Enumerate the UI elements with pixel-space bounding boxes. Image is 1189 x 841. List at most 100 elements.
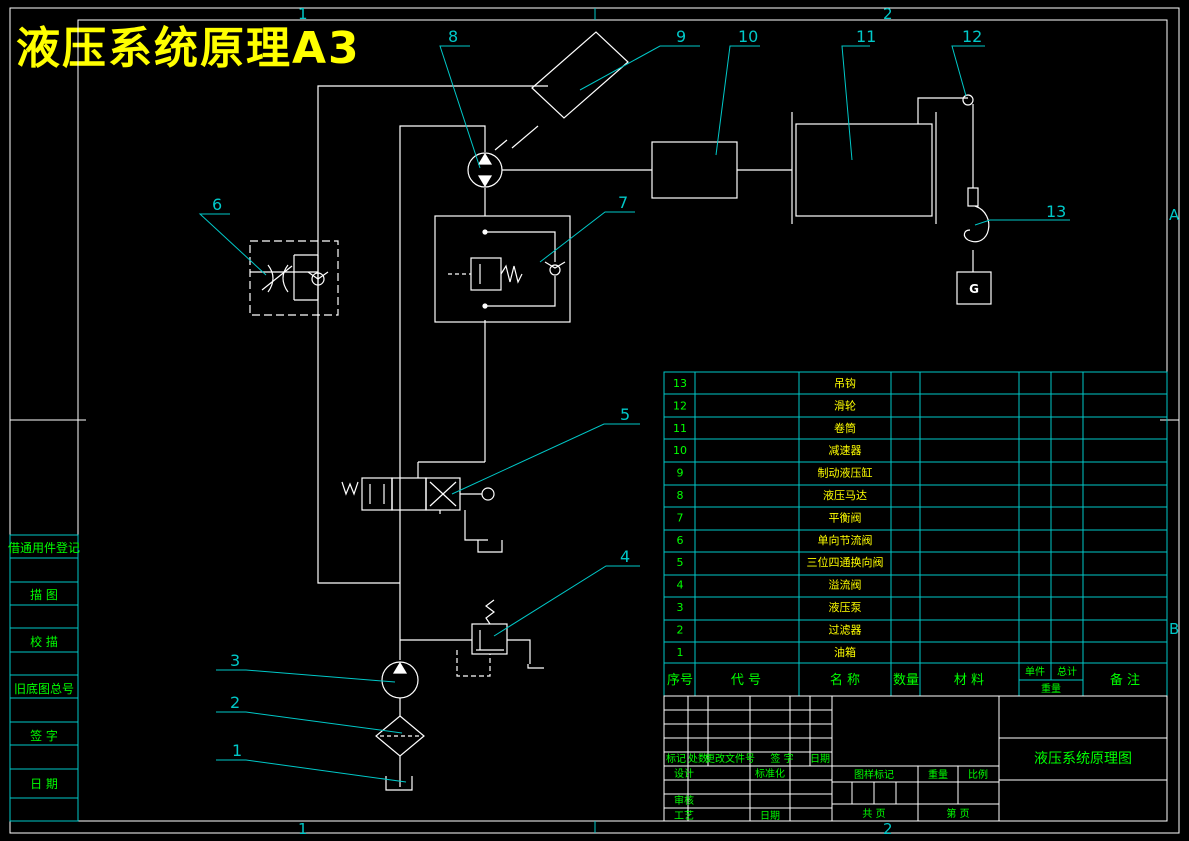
part-row-name: 平衡阀 (829, 510, 862, 524)
part-row-number: 11 (673, 422, 687, 435)
left-strip-label: 描 图 (30, 588, 58, 602)
part-row-number: 6 (677, 534, 684, 547)
part-row-name: 吊钩 (834, 376, 856, 390)
left-strip-label: 借通用件登记 (8, 540, 80, 555)
tb-place: 处数 (688, 752, 708, 765)
tb-design: 设计 (674, 767, 694, 780)
part-row-name: 油箱 (834, 645, 856, 659)
relief-valve (456, 599, 544, 677)
tb-stage: 图样标记 (854, 768, 894, 781)
part-row-number: 5 (677, 556, 684, 569)
tb-standard: 标准化 (755, 767, 785, 780)
tb-date2: 日期 (760, 810, 780, 822)
part-row-name: 溢流阀 (829, 578, 862, 592)
part-row-number: 10 (673, 444, 687, 457)
part-row-number: 3 (677, 601, 684, 614)
part-row-name: 制动液压缸 (818, 466, 873, 480)
header-remark: 备 注 (1110, 672, 1140, 688)
part-row-name: 过滤器 (829, 623, 862, 636)
pulley (962, 94, 974, 106)
tb-page: 第 页 (946, 807, 969, 820)
sheet-border (9, 7, 1180, 834)
balance-valve (434, 215, 571, 323)
part-row-number: 4 (677, 579, 684, 592)
filter (375, 715, 425, 757)
part-row-number: 9 (677, 467, 684, 480)
callout-13: 13 (1046, 202, 1066, 221)
left-strip-labels: 借通用件登记 描 图 校 描 旧底图总号 签 字 日 期 (8, 540, 80, 791)
header-seq: 序号 (667, 673, 693, 688)
tb-mark: 标记 (666, 753, 686, 765)
part-row-number: 8 (677, 489, 684, 502)
callout-6: 6 (212, 195, 222, 214)
left-strip (9, 534, 79, 822)
title-block-labels: 标记 处数 更改文件号 签 字 日期 设计 标准化 审核 工艺 日期 图样标记 … (666, 751, 1132, 822)
part-row-name: 单向节流阀 (818, 533, 873, 547)
directional-valve (341, 461, 495, 514)
tb-total-pages: 共 页 (862, 808, 885, 820)
header-total: 总计 (1057, 665, 1077, 678)
throttle-valve (249, 240, 339, 316)
title-block-grid (663, 695, 1168, 822)
tb-sign: 签 字 (770, 752, 793, 765)
tb-scale: 比例 (968, 768, 988, 781)
part-row-number: 1 (677, 646, 684, 659)
tb-review: 审核 (674, 794, 694, 807)
callout-7: 7 (618, 193, 628, 212)
callout-10: 10 (738, 27, 758, 46)
brake-cylinder (494, 31, 629, 151)
hydraulic-motor (467, 152, 503, 188)
left-strip-label: 日 期 (30, 777, 58, 791)
header-name: 名 称 (830, 672, 860, 688)
zone-bottom-2: 2 (883, 820, 893, 838)
reducer (651, 141, 738, 199)
tb-process: 工艺 (674, 810, 694, 822)
left-strip-label: 旧底图总号 (14, 681, 74, 696)
parts-list-grid (663, 371, 1168, 697)
callout-2: 2 (230, 693, 240, 712)
drum (791, 112, 937, 224)
header-code: 代 号 (731, 673, 761, 688)
part-row-name: 卷筒 (834, 421, 856, 435)
part-row-name: 滑轮 (834, 398, 856, 412)
part-row-number: 13 (673, 377, 687, 390)
zone-right-a: A (1169, 206, 1180, 224)
zone-top-2: 2 (883, 5, 893, 23)
callout-11: 11 (856, 27, 876, 46)
parts-list-header: 序号 代 号 名 称 数量 材 料 单件 总计 重量 备 注 (667, 665, 1140, 695)
header-qty: 数量 (893, 673, 919, 688)
tank-symbol (477, 540, 503, 553)
zone-markers: 1 2 1 2 A B (298, 5, 1180, 838)
callout-8: 8 (448, 27, 458, 46)
callout-numbers: 8 9 10 11 12 13 6 7 5 4 3 2 1 (212, 27, 1066, 760)
callout-4: 4 (620, 547, 630, 566)
oil-tank (385, 776, 413, 791)
callout-1: 1 (232, 741, 242, 760)
hook (963, 187, 990, 243)
hydraulic-pump (381, 661, 419, 699)
part-row-number: 7 (677, 511, 684, 524)
zone-bottom-1: 1 (298, 820, 308, 838)
tb-change-doc: 更改文件号 (705, 752, 755, 765)
weight-block (956, 271, 992, 305)
header-weight: 重量 (1041, 682, 1061, 695)
part-row-name: 液压泵 (829, 600, 862, 614)
tb-weight: 重量 (928, 768, 948, 781)
part-row-name: 减速器 (829, 444, 862, 457)
callout-12: 12 (962, 27, 982, 46)
header-unit: 单件 (1025, 666, 1045, 678)
callout-3: 3 (230, 651, 240, 670)
hydraulic-lines (250, 85, 974, 787)
part-row-number: 12 (673, 399, 687, 412)
leader-lines (198, 45, 1070, 783)
zone-top-1: 1 (298, 5, 308, 23)
tb-drawing-name: 液压系统原理图 (1034, 751, 1132, 767)
left-strip-label: 签 字 (30, 728, 58, 743)
part-row-name: 三位四通换向阀 (807, 555, 884, 569)
part-row-name: 液压马达 (823, 488, 867, 502)
drawing-title: 液压系统原理A3 (16, 23, 361, 74)
callout-9: 9 (676, 27, 686, 46)
header-material: 材 料 (954, 673, 984, 688)
